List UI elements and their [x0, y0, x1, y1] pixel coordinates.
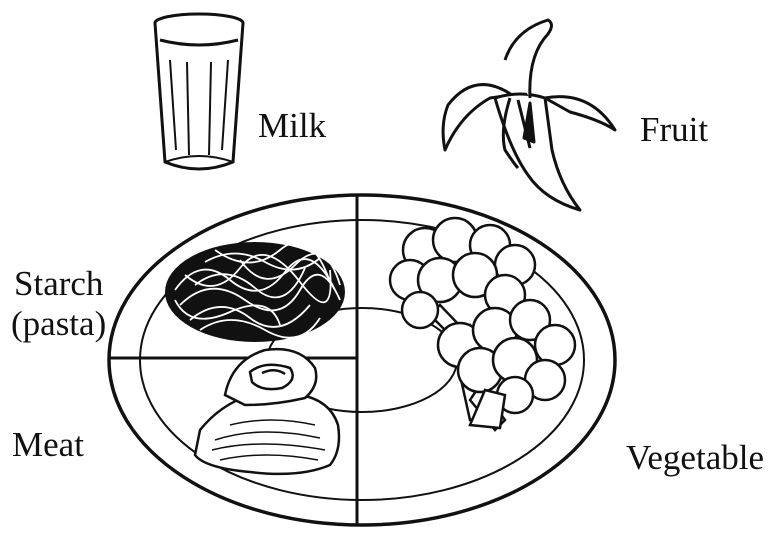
milk-glass-icon: [155, 14, 243, 169]
label-starch: Starch: [14, 266, 103, 301]
label-milk: Milk: [258, 108, 326, 143]
pasta-icon: [165, 242, 345, 342]
label-fruit: Fruit: [640, 112, 708, 147]
label-pasta: (pasta): [11, 306, 106, 341]
label-vegetable: Vegetable: [626, 440, 764, 475]
banana-icon: [443, 20, 615, 210]
label-meat: Meat: [12, 427, 84, 462]
